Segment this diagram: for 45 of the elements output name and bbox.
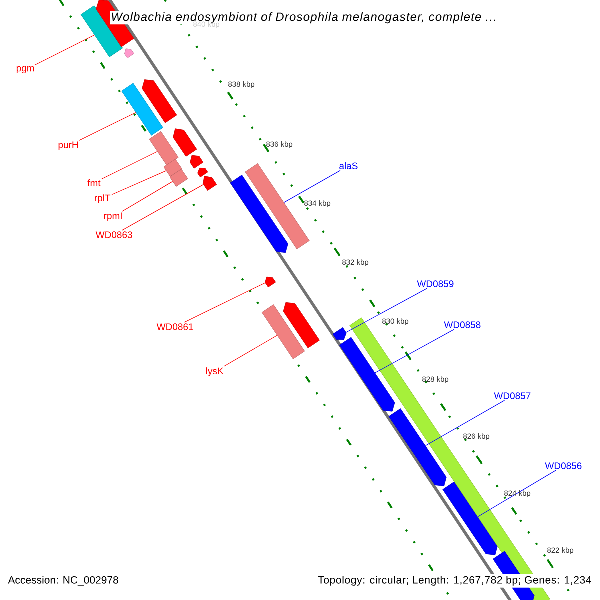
- leader-line: [184, 282, 266, 323]
- gene-label: WD0861: [156, 324, 194, 330]
- gene-label: WD0858: [444, 322, 481, 328]
- leader-line: [346, 288, 428, 333]
- gene-feature: [265, 276, 276, 288]
- gene-label: rpmI: [104, 212, 122, 222]
- gene-label: WD0859: [417, 280, 454, 288]
- footer-text: Topology: circular; Length: 1,267,782 bp; Genes: 1,234: [316, 574, 594, 588]
- leader-line: [122, 181, 174, 212]
- leader-line: [79, 112, 136, 141]
- footer-text: Accession: NC_002978: [6, 574, 121, 588]
- gene-feature: [283, 302, 320, 348]
- gene-feature: [230, 175, 288, 254]
- leader-line: [478, 470, 556, 518]
- leader-line: [122, 184, 204, 231]
- gene-feature: [388, 408, 447, 486]
- gene-feature: [170, 169, 188, 187]
- gene-feature: [332, 328, 347, 340]
- gene-label: lysK: [206, 368, 224, 376]
- gene-label: WD0857: [494, 392, 531, 400]
- gene-feature: [173, 128, 198, 157]
- gene-feature: [164, 159, 182, 177]
- gene-label: purH: [58, 142, 78, 150]
- gene-feature: [442, 482, 498, 556]
- leader-line: [112, 170, 167, 196]
- leader-line: [425, 400, 506, 446]
- leader-line: [34, 34, 95, 66]
- gene-feature: [262, 304, 306, 360]
- gene-feature: [203, 176, 218, 191]
- gene-feature: [198, 168, 208, 178]
- leader-line: [102, 151, 158, 180]
- gene-feature: [124, 48, 134, 58]
- gene-label: WD0856: [545, 462, 582, 470]
- gene-label: fmt: [88, 180, 101, 186]
- gene-feature: [339, 337, 396, 412]
- gene-feature: [142, 80, 178, 124]
- gene-label: alaS: [340, 162, 358, 170]
- gene-label: rplT: [95, 194, 111, 204]
- gene-feature: [122, 83, 164, 136]
- gene-label: WD0863: [96, 232, 132, 238]
- leader-line: [284, 170, 341, 203]
- gene-label: pgm: [16, 66, 34, 74]
- leader-line: [224, 335, 278, 367]
- gene-feature: [190, 155, 204, 169]
- leader-line: [375, 329, 455, 374]
